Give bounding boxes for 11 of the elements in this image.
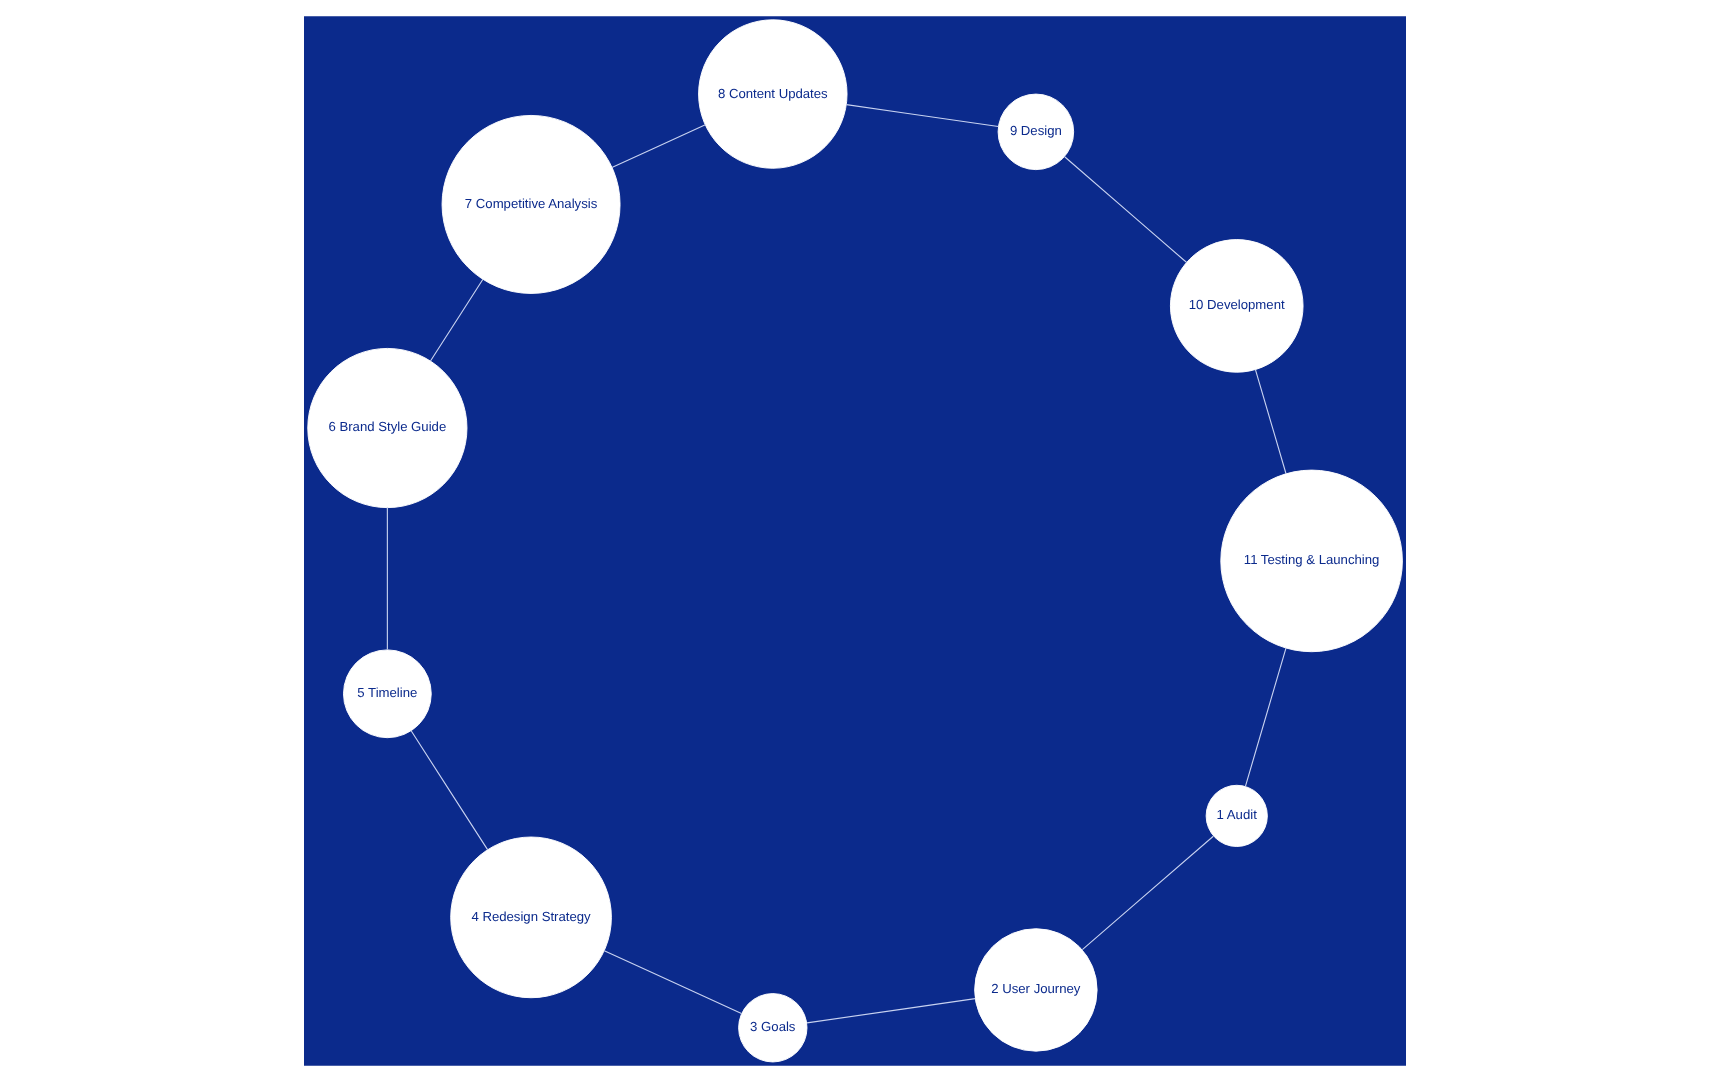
connector xyxy=(845,104,999,127)
connector xyxy=(429,278,484,362)
connector xyxy=(410,730,489,851)
connector xyxy=(1081,835,1214,951)
connector xyxy=(386,507,388,651)
connector xyxy=(603,950,743,1014)
connector xyxy=(806,998,976,1024)
connector xyxy=(1254,369,1287,475)
connector xyxy=(611,124,706,169)
connector xyxy=(1244,647,1287,787)
connector xyxy=(1064,156,1188,264)
